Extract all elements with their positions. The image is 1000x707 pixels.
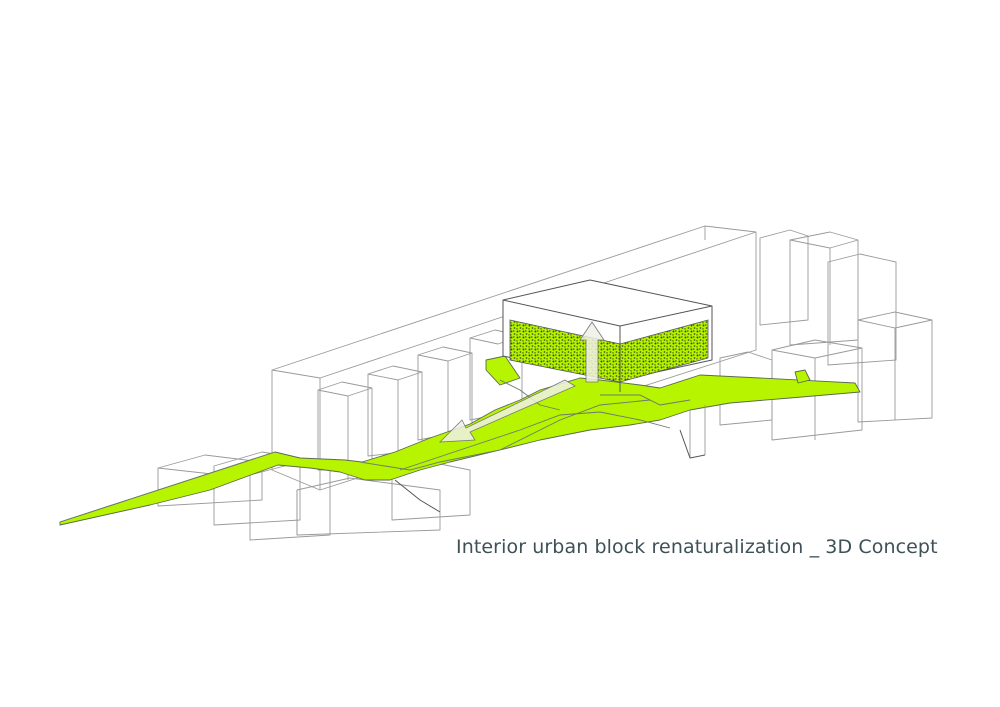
green-path: [59, 355, 861, 526]
diagonal-arrow-icon: [438, 379, 576, 443]
caption: Interior urban block renaturalization _ …: [456, 536, 938, 558]
right-buildings: [719, 229, 933, 441]
long-building-row: [271, 225, 757, 491]
tower-blocks: [317, 329, 523, 480]
upward-arrow-icon: [579, 321, 605, 383]
